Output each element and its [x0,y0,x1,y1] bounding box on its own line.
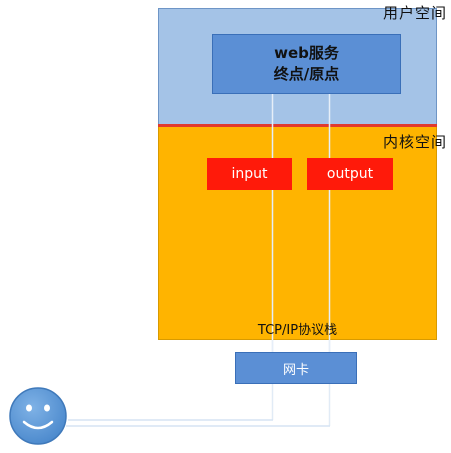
network-card-box: 网卡 [235,352,357,384]
web-service-box: web服务 终点/原点 [212,34,401,94]
output-box: output [307,158,393,190]
web-service-subtitle: 终点/原点 [273,65,340,83]
smiley-face-icon [9,387,67,445]
kernel-space-label: 内核空间 [382,133,447,151]
user-kernel-divider [158,124,437,127]
web-service-title: web服务 [274,44,339,62]
input-box: input [207,158,292,190]
tcp-ip-stack-label: TCP/IP协议栈 [257,323,338,338]
user-space-label: 用户空间 [382,4,447,22]
